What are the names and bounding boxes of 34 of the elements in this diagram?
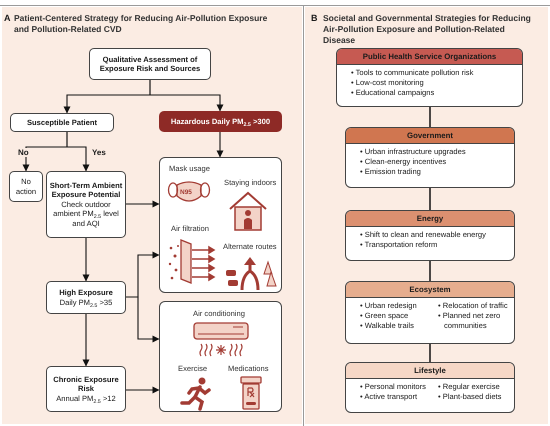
connector-line (429, 344, 431, 362)
process-box (46, 171, 126, 238)
connector-line (429, 107, 431, 127)
connector-line (429, 188, 431, 210)
strategy-card (345, 362, 515, 413)
edge-label: Yes (91, 148, 107, 157)
arrow (126, 200, 160, 208)
process-box (89, 48, 211, 80)
arrow (126, 296, 160, 342)
process-box (10, 113, 114, 132)
alert-box (159, 111, 282, 132)
panel-letter: A (4, 13, 10, 23)
arrow (149, 80, 224, 112)
strategy-card (345, 281, 515, 344)
arrow (126, 386, 160, 394)
panel-background (305, 7, 548, 424)
panel-letter: B (311, 13, 318, 23)
action-card (159, 157, 282, 293)
panel-background (2, 7, 302, 424)
strategy-card (345, 210, 515, 261)
strategy-card (336, 48, 523, 107)
arrow (66, 132, 90, 172)
process-box (9, 171, 43, 202)
process-box (46, 366, 126, 412)
arrow (82, 314, 90, 366)
edge-label: No (17, 148, 30, 157)
panel-heading: Patient-Centered Strategy for Reducing Air-Pollution Exposure and Pollution-Related CVD (14, 13, 268, 36)
process-box (46, 281, 126, 314)
arrow (216, 132, 224, 158)
action-card (159, 301, 282, 412)
connector-line (429, 261, 431, 281)
arrow (82, 238, 90, 282)
strategy-card (345, 127, 515, 188)
panel-heading: Societal and Governmental Strategies for Reducing Air-Pollution Exposure and Pollution-Related Disease (323, 13, 532, 46)
